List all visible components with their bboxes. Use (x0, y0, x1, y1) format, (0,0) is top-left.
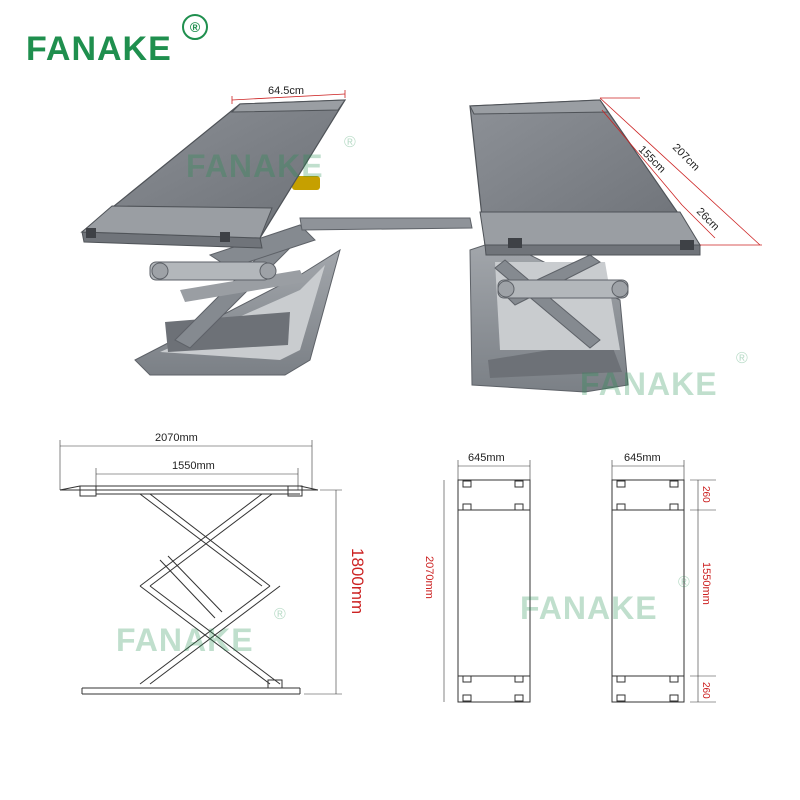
dim-platform-length: 207cm (670, 142, 702, 174)
top-view-left-dim-lines (443, 460, 531, 702)
dim-right-top-segment: 260 (700, 486, 711, 503)
top-view-right-dim-lines (611, 460, 716, 703)
registered-mark: ® (182, 14, 208, 40)
watermark-top: FANAKE (186, 148, 324, 184)
top-view-right-drawing (611, 479, 685, 703)
side-view-drawing (59, 485, 319, 695)
dim-left-length: 2070mm (423, 556, 435, 599)
left-platform-photo (80, 99, 347, 376)
right-platform-photo (469, 99, 702, 393)
connecting-pipe (299, 217, 473, 231)
photo-dimension-lines (231, 90, 762, 246)
watermark-bottom-left: FANAKE (116, 622, 254, 658)
brand-logo: FANAKE (26, 30, 172, 68)
watermark-right-reg: ® (736, 350, 748, 367)
watermark-bottom-right-reg: ® (678, 574, 690, 591)
watermark-top-reg: ® (344, 134, 356, 151)
dim-total-length: 2070mm (155, 432, 198, 444)
dim-left-width: 645mm (468, 452, 505, 464)
watermark-bottom-left-reg: ® (274, 606, 286, 623)
dim-height: 1800mm (348, 548, 367, 614)
dim-right-bottom-segment: 260 (700, 682, 711, 699)
side-view-dim-lines (59, 440, 342, 695)
top-view-left-drawing (457, 479, 531, 703)
watermark-bottom-right: FANAKE (520, 590, 658, 626)
dim-right-middle-segment: 1550mm (700, 562, 712, 605)
dim-inner-length: 1550mm (172, 460, 215, 472)
dim-ramp-section: 26cm (694, 206, 722, 234)
dim-right-width: 645mm (624, 452, 661, 464)
watermark-right: FANAKE (580, 366, 718, 402)
dim-platform-width: 64.5cm (268, 85, 304, 97)
